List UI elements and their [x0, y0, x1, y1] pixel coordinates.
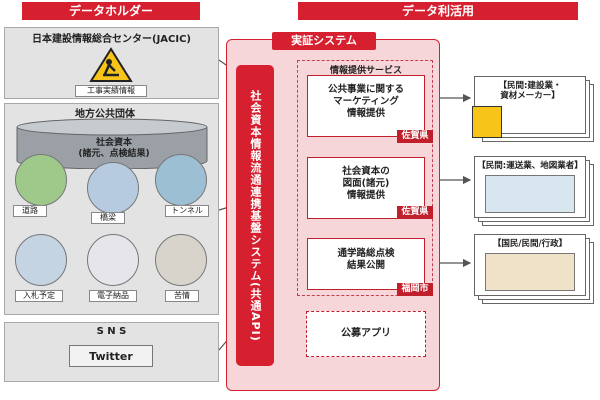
truck-image: [485, 175, 575, 213]
bid-schedule-label: 入札予定: [15, 290, 63, 302]
service-drawings[interactable]: 社会資本の 図面(諸元) 情報提供: [307, 157, 425, 219]
construction-sign-icon: [89, 47, 133, 82]
jacic-title: 日本建設情報総合センター(JACIC): [32, 34, 191, 45]
service-area: 情報提供サービス: [297, 60, 433, 296]
data-use-header: データ利活用: [298, 2, 578, 20]
complaint-label: 苦情: [165, 290, 199, 302]
local-government-panel: 地方公共団体 社会資本 (諸元、点検結果) 道路 橋梁 トンネル 入札予定 電子…: [4, 103, 219, 315]
jacic-label: 工事実績情報: [75, 85, 147, 97]
user-label: 【民間:運送業、地図業者】: [475, 161, 585, 171]
saga-tag: 佐賀県: [397, 130, 433, 143]
local-government-title: 地方公共団体: [75, 109, 135, 120]
sns-title: S N S: [96, 326, 127, 337]
service-line: 通学路総点検: [337, 248, 395, 259]
bridge-label: 橋梁: [91, 212, 125, 224]
user-card-citizens: 【国民/民間/行政】: [474, 234, 586, 296]
electronic-delivery-image: [87, 234, 139, 286]
user-card-transport: 【民間:運送業、地図業者】: [474, 156, 586, 218]
service-line: 情報提供: [346, 190, 385, 201]
data-holder-header: データホルダー: [22, 2, 200, 20]
fukuoka-tag: 福岡市: [397, 283, 433, 296]
service-marketing[interactable]: 公共事業に関する マーケティング 情報提供: [307, 75, 425, 137]
platform-bar: 社会資本情報流通連携基盤システム(共通API): [236, 65, 274, 366]
complaint-image: [155, 234, 207, 286]
electronic-delivery-label: 電子納品: [89, 290, 137, 302]
user-label-line: 【民間:運送業、地図業者】: [477, 161, 583, 171]
jacic-panel: 日本建設情報総合センター(JACIC) 工事実績情報: [4, 27, 219, 99]
tunnel-label: トンネル: [165, 205, 209, 217]
bridge-image: [87, 162, 139, 214]
twitter-button[interactable]: Twitter: [69, 345, 153, 367]
service-school-route[interactable]: 通学路総点検 結果公開: [307, 238, 425, 290]
service-line: マーケティング: [333, 96, 399, 107]
bid-schedule-image: [15, 234, 67, 286]
cylinder-label-line: 社会資本: [95, 138, 132, 148]
cylinder-label-line: (諸元、点検結果): [78, 149, 150, 159]
road-image: [15, 154, 67, 206]
service-line: 社会資本の: [342, 166, 390, 177]
user-label-line: 【国民/民間/行政】: [492, 239, 568, 249]
cylinder-label: 社会資本 (諸元、点検結果): [65, 138, 163, 160]
service-line: 情報提供: [346, 108, 385, 119]
sns-panel: S N S Twitter: [4, 322, 219, 382]
public-app-box[interactable]: 公募アプリ: [306, 311, 426, 357]
platform-label: 社会資本情報流通連携基盤システム(共通API): [249, 89, 262, 342]
service-line: 公共事業に関する: [327, 84, 404, 95]
saga-tag: 佐賀県: [397, 206, 433, 219]
user-label-line: 資材メーカー】: [500, 91, 560, 101]
service-line: 図面(諸元): [342, 178, 390, 189]
family-image: [485, 253, 575, 291]
road-label: 道路: [13, 205, 47, 217]
user-label-line: 【民間:建設業・: [498, 81, 562, 91]
database-cylinder-icon: [16, 118, 208, 169]
user-label: 【民間:建設業・ 資材メーカー】: [475, 81, 585, 101]
construction-worker-icon: [472, 106, 502, 138]
service-line: 結果公開: [346, 260, 385, 271]
service-area-title: 情報提供サービス: [329, 66, 402, 76]
system-title: 実証システム: [272, 32, 376, 50]
user-label: 【国民/民間/行政】: [475, 239, 585, 249]
